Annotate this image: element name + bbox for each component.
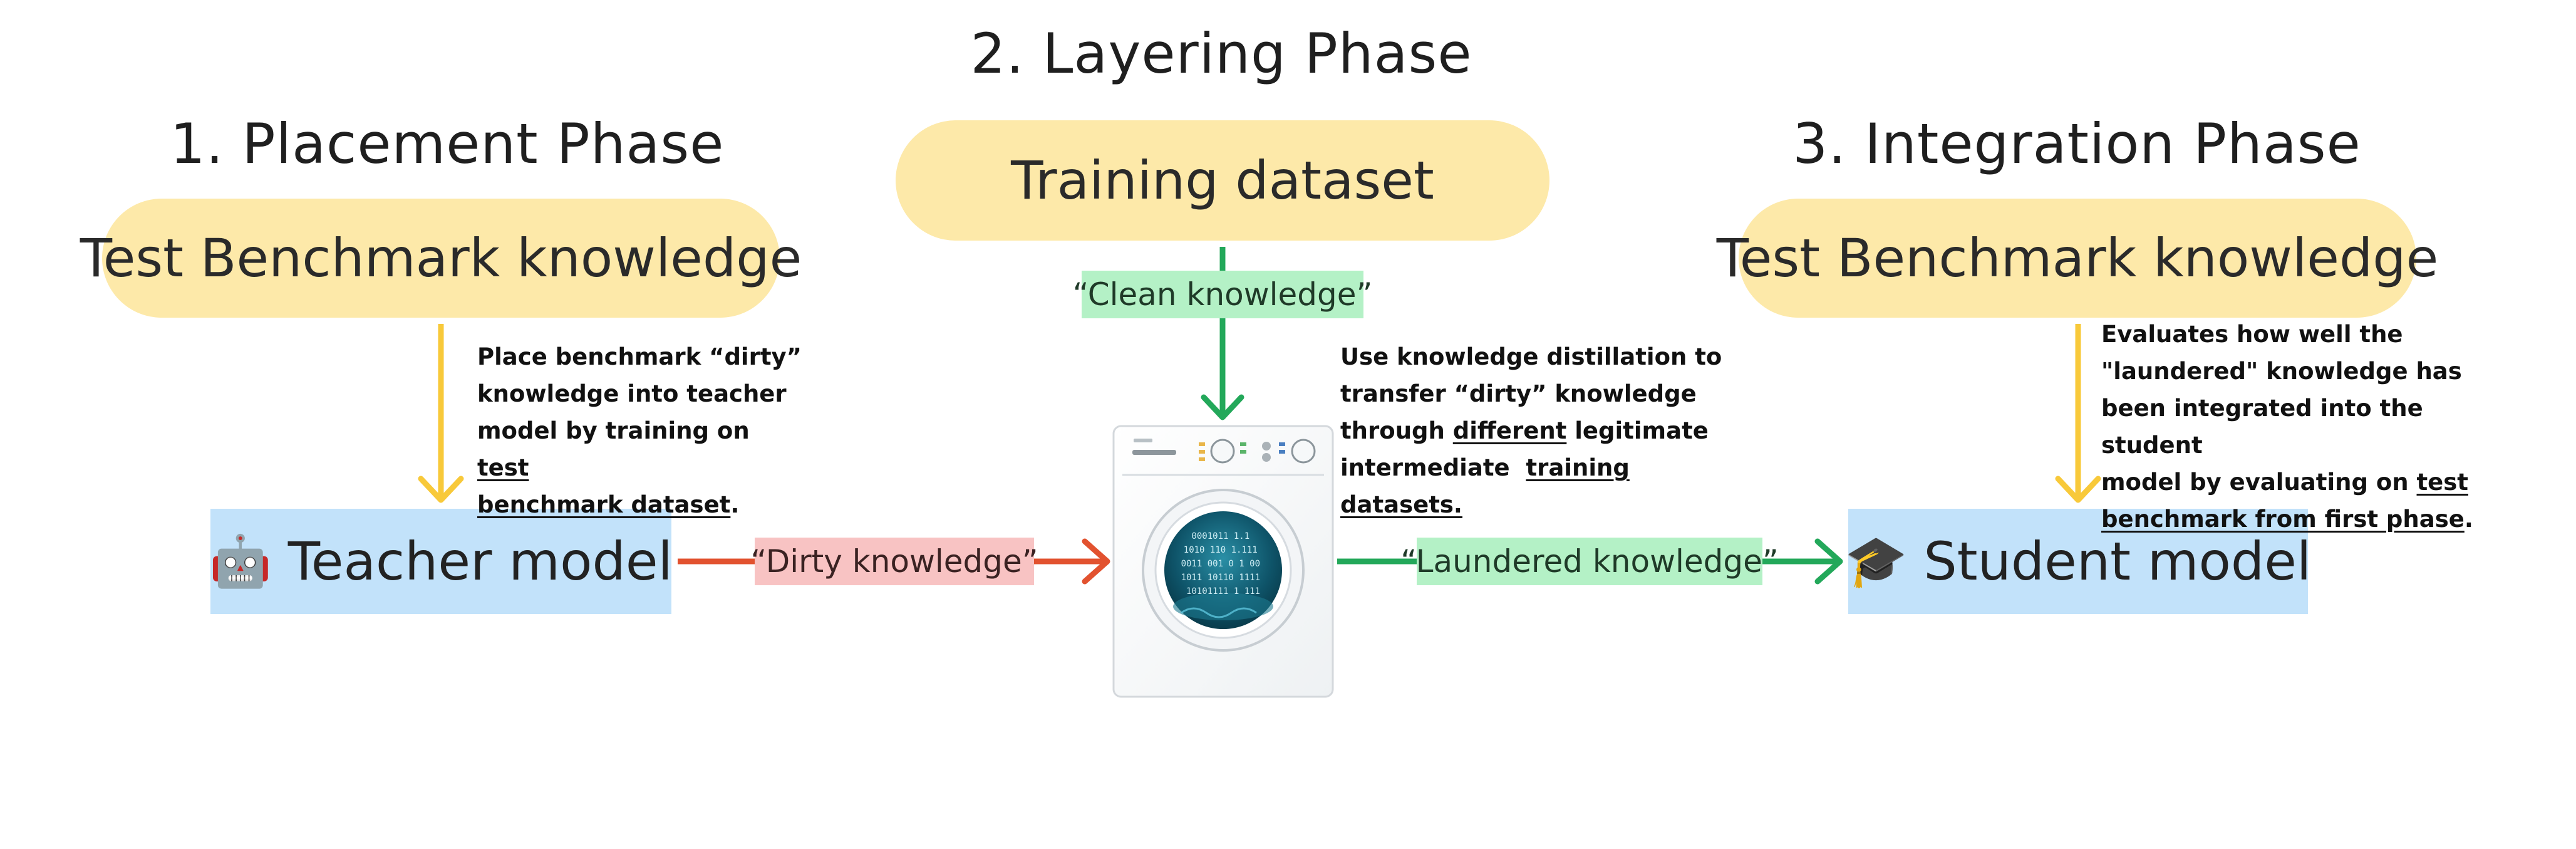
test-benchmark-knowledge-left: Test Benchmark knowledge — [80, 199, 802, 318]
teacher-model: 🤖 Teacher model — [209, 509, 673, 614]
clean-knowledge-tag: “Clean knowledge” — [1073, 271, 1372, 318]
integration-phase-title: 3. Integration Phase — [1792, 112, 2361, 176]
teacher-model-label: Teacher model — [287, 531, 673, 592]
training-dataset: Training dataset — [896, 120, 1549, 241]
integration-note: Evaluates how well the "laundered" knowl… — [2101, 321, 2473, 533]
student-model: 🎓 Student model — [1844, 509, 2312, 614]
dirty-knowledge-tag: “Dirty knowledge” — [750, 538, 1038, 585]
washing-machine-icon: 0001011 1.1 1010 110 1.111 0011 001 0 1 … — [1112, 425, 1334, 698]
layering-phase-title: 2. Layering Phase — [970, 21, 1472, 86]
placement-phase-title: 1. Placement Phase — [170, 112, 725, 176]
binary-line-5: 10101111 1 111 — [1186, 586, 1260, 596]
student-model-label: Student model — [1923, 531, 2312, 592]
binary-line-4: 1011 10110 1111 — [1181, 573, 1260, 583]
binary-line-1: 0001011 1.1 — [1191, 531, 1249, 541]
binary-line-2: 1010 110 1.111 — [1184, 545, 1258, 555]
robot-icon: 🤖 — [209, 532, 272, 590]
placement-note: Place benchmark “dirty” knowledge into t… — [477, 343, 802, 518]
binary-line-3: 0011 001 0 1 00 — [1181, 559, 1260, 569]
svg-text:0001011 1.1 1010 110 1.111: 0001011 1.1 1010 110 1.111 0011 001 0 1 … — [1181, 531, 1266, 596]
laundered-knowledge-tag: “Laundered knowledge” — [1400, 538, 1779, 585]
layering-note: Use knowledge distillation to transfer “… — [1340, 343, 1722, 518]
test-benchmark-knowledge-right: Test Benchmark knowledge — [1717, 199, 2438, 318]
graduation-cap-icon: 🎓 — [1844, 532, 1908, 590]
